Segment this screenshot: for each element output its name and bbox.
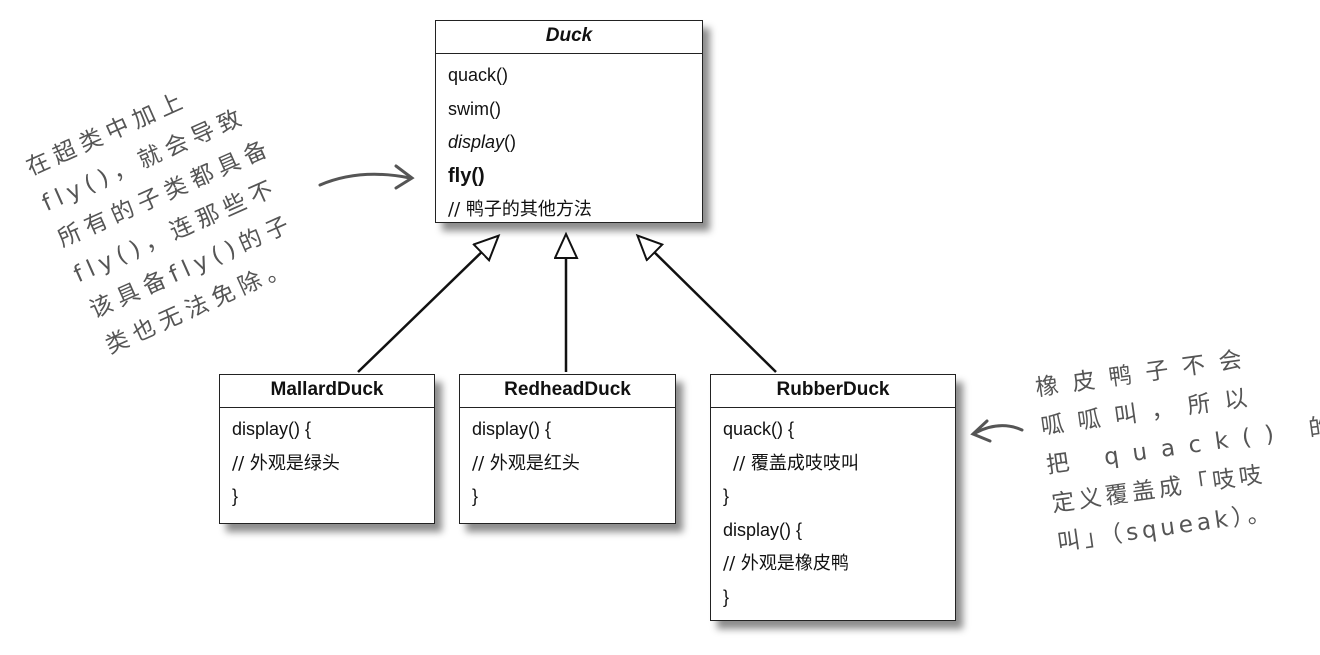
mallard-line-1: display() {: [232, 419, 312, 439]
class-methods-mallard: display() { // 外观是绿头 }: [220, 408, 434, 514]
method-quack: quack(): [448, 65, 509, 85]
inheritance-arrow-mallard: [357, 244, 490, 373]
rubber-line-2: // 覆盖成吱吱叫: [733, 452, 859, 474]
class-methods-rubber: quack() { // 覆盖成吱吱叫 } display() { // 外观是…: [711, 408, 955, 614]
mallard-line-2: // 外观是绿头: [232, 452, 340, 474]
left-note-pointer-arrow: [318, 164, 415, 190]
class-name-rubber: RubberDuck: [711, 375, 955, 408]
redhead-line-1: display() {: [472, 419, 552, 439]
method-display-parens: (): [504, 132, 517, 152]
class-methods-duck: quack() swim() display() fly() // 鸭子的其他方…: [436, 54, 702, 227]
class-redhead-duck: RedheadDuck display() { // 外观是红头 }: [459, 374, 676, 524]
rubber-line-1: quack() {: [723, 419, 795, 439]
annotation-right: 橡皮鸭子不会 呱呱叫，所以 把 quack() 的 定义覆盖成「吱吱 叫」（sq…: [1033, 328, 1320, 563]
class-duck: Duck quack() swim() display() fly() // 鸭…: [435, 20, 703, 223]
method-display-name: display: [448, 132, 505, 152]
right-note-pointer-arrow: [970, 419, 1024, 443]
rubber-line-6: }: [723, 586, 730, 607]
class-mallard-duck: MallardDuck display() { // 外观是绿头 }: [219, 374, 435, 524]
redhead-line-3: }: [472, 486, 479, 506]
method-fly: fly(): [448, 164, 485, 187]
class-name-mallard: MallardDuck: [220, 375, 434, 408]
redhead-line-2: // 外观是红头: [472, 452, 580, 474]
method-comment-other: // 鸭子的其他方法: [448, 199, 592, 220]
method-display: display(): [448, 126, 690, 160]
inheritance-arrow-rubber: [646, 244, 777, 373]
method-swim: swim(): [448, 98, 501, 119]
mallard-line-3: }: [232, 486, 239, 506]
class-name-duck: Duck: [436, 21, 702, 54]
rubber-line-3: }: [723, 486, 730, 506]
class-methods-redhead: display() { // 外观是红头 }: [460, 408, 675, 514]
rubber-line-4: display() {: [723, 519, 803, 540]
rubber-line-5: // 外观是橡皮鸭: [723, 553, 849, 574]
class-rubber-duck: RubberDuck quack() { // 覆盖成吱吱叫 } display…: [710, 374, 956, 621]
class-name-redhead: RedheadDuck: [460, 375, 675, 408]
